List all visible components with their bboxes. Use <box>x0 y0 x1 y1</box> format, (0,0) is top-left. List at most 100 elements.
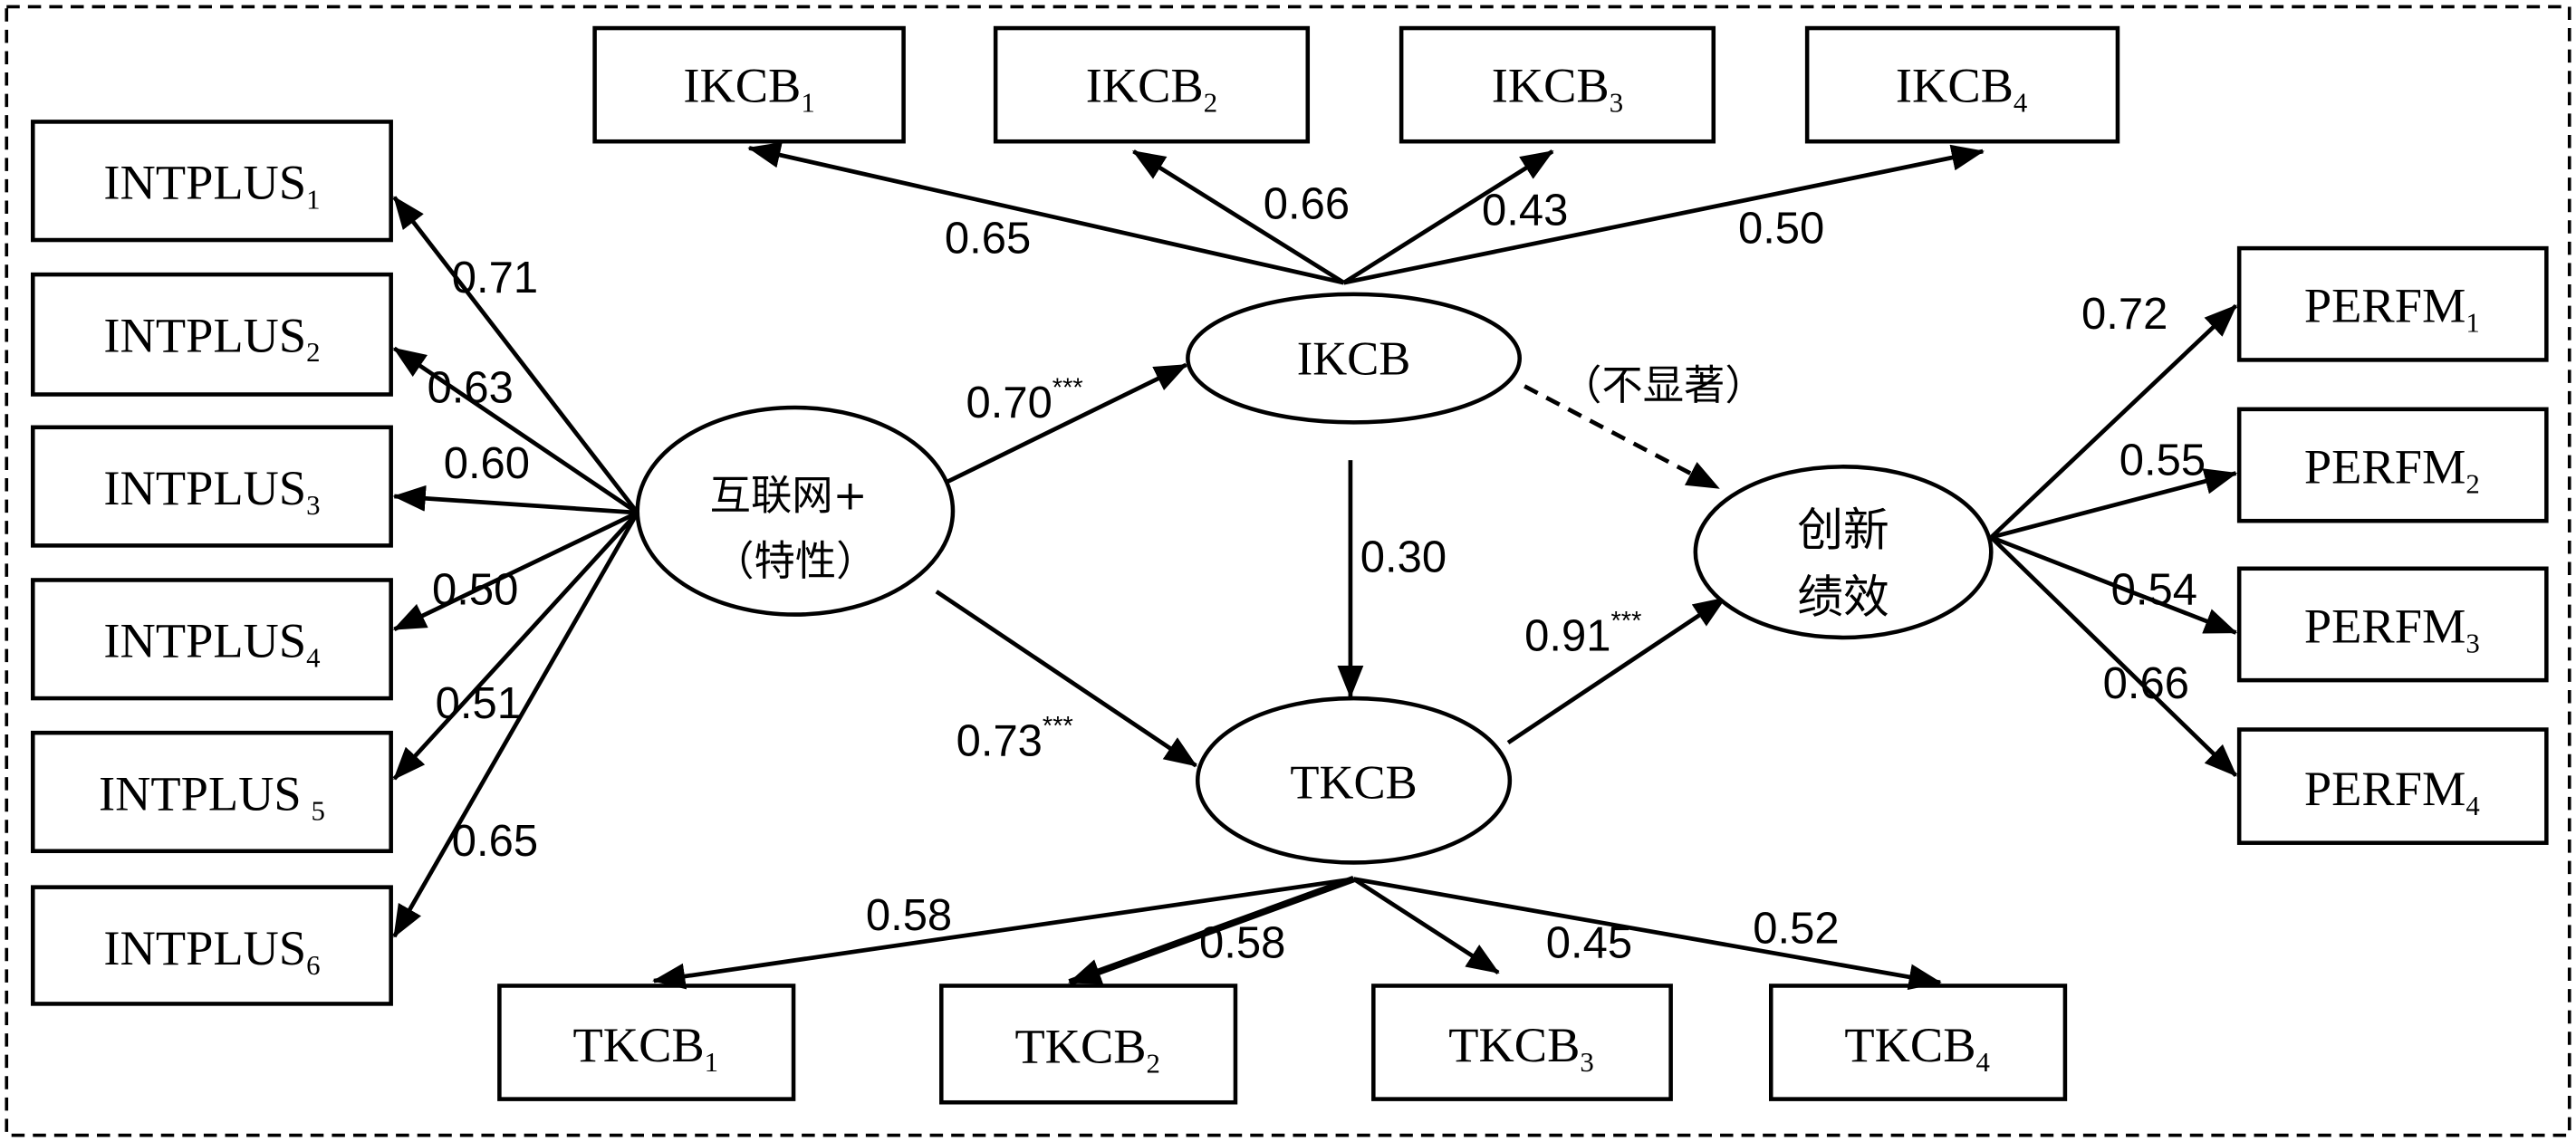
loading-arrow-ikcb-2 <box>1131 149 1345 285</box>
loading-value-perfm-1: 0.72 <box>2081 290 2167 339</box>
loading-arrow-tkcb-1 <box>652 877 1354 990</box>
indicator-name: INTPLUS <box>103 308 306 362</box>
indicator-name: INTPLUS <box>99 766 302 821</box>
significance-stars: *** <box>1043 712 1073 741</box>
indicator-subscript: 2 <box>306 337 320 368</box>
indicator-subscript: 4 <box>2465 791 2479 821</box>
indicator-subscript: 1 <box>801 88 814 119</box>
loading-arrow-intplus-3 <box>392 485 638 515</box>
indicator-label-intplus-4: INTPLUS4 <box>103 614 320 674</box>
loading-value-tkcb-2: 0.58 <box>1199 919 1285 968</box>
significance-stars: *** <box>1610 607 1641 636</box>
indicator-name: INTPLUS <box>103 156 306 210</box>
path-coef-value: 0.91 <box>1524 611 1610 660</box>
loading-value-intplus-5: 0.51 <box>436 679 522 728</box>
indicator-subscript: 1 <box>705 1047 718 1078</box>
indicator-label-intplus-6: INTPLUS6 <box>103 921 320 981</box>
indicator-box-intplus-5 <box>31 730 393 854</box>
indicator-subscript: 6 <box>306 950 320 981</box>
loading-value-ikcb-3: 0.43 <box>1482 187 1568 235</box>
indicator-name: IKCB <box>1492 59 1610 113</box>
indicator-name: PERFM <box>2304 599 2465 653</box>
construct-ellipse-internet-plus <box>635 405 956 617</box>
indicator-box-tkcb-1 <box>497 984 796 1101</box>
indicator-box-perfm-4 <box>2236 727 2549 845</box>
indicator-name: INTPLUS <box>103 921 306 975</box>
indicator-label-intplus-5: INTPLUS 5 <box>99 766 325 826</box>
indicator-label-tkcb-4: TKCB4 <box>1844 1018 1990 1078</box>
indicator-box-perfm-3 <box>2236 566 2549 683</box>
loading-value-ikcb-4: 0.50 <box>1738 205 1824 254</box>
indicator-label-perfm-3: PERFM3 <box>2304 599 2480 658</box>
indicator-label-perfm-1: PERFM1 <box>2304 279 2480 339</box>
loading-arrow-perfm-1 <box>1989 303 2238 540</box>
construct-ellipse-ikcb <box>1186 292 1523 425</box>
indicator-box-perfm-1 <box>2236 245 2549 362</box>
indicator-box-intplus-3 <box>31 425 393 548</box>
loading-arrow-ikcb-4 <box>1343 144 1985 285</box>
loading-value-perfm-4: 0.66 <box>2103 659 2189 708</box>
indicator-name: PERFM <box>2304 762 2465 816</box>
loading-value-tkcb-1: 0.58 <box>866 891 952 940</box>
loading-arrow-tkcb-2 <box>1068 876 1355 986</box>
loading-value-ikcb-1: 0.65 <box>945 215 1031 264</box>
path-arrow-tkcb-to-performance <box>1506 596 1726 745</box>
construct-ellipse-tkcb <box>1195 696 1513 865</box>
significance-stars: *** <box>1053 373 1083 402</box>
loading-arrow-intplus-1 <box>392 196 639 514</box>
path-coef-tkcb-to-performance: 0.91*** <box>1524 607 1641 661</box>
indicator-box-intplus-6 <box>31 885 393 1006</box>
indicator-name: TKCB <box>1014 1020 1146 1074</box>
indicator-subscript: 2 <box>1147 1049 1160 1080</box>
indicator-name: TKCB <box>573 1018 705 1072</box>
indicator-box-tkcb-3 <box>1371 984 1673 1101</box>
loading-arrow-ikcb-1 <box>747 141 1345 285</box>
path-coef-value: 0.73 <box>956 717 1043 766</box>
indicator-box-tkcb-2 <box>939 984 1238 1105</box>
loading-value-ikcb-2: 0.66 <box>1264 179 1350 228</box>
indicator-subscript: 2 <box>2465 468 2479 499</box>
construct-label-ikcb: IKCB <box>1297 333 1411 386</box>
construct-label-internet-plus-line1: 互联网+ <box>710 471 868 519</box>
construct-ellipse-innovation-performance <box>1693 465 1994 640</box>
loading-arrow-intplus-4 <box>392 510 639 632</box>
loading-value-perfm-3: 0.54 <box>2111 566 2197 615</box>
loading-value-intplus-2: 0.63 <box>428 364 514 413</box>
path-coef-ikcb-to-tkcb: 0.30 <box>1360 533 1447 581</box>
indicator-box-ikcb-2 <box>993 25 1311 144</box>
indicator-name: PERFM <box>2304 279 2465 333</box>
indicator-label-perfm-2: PERFM2 <box>2304 439 2480 499</box>
indicator-subscript: 3 <box>306 490 320 521</box>
path-arrow-ikcb-to-performance <box>1523 384 1720 490</box>
indicator-subscript: 5 <box>312 795 325 826</box>
indicator-name: IKCB <box>683 59 801 113</box>
indicator-name: IKCB <box>1896 59 2014 113</box>
loading-value-tkcb-4: 0.52 <box>1753 904 1839 953</box>
construct-label-tkcb: TKCB <box>1290 757 1417 810</box>
loading-value-tkcb-3: 0.45 <box>1546 919 1632 968</box>
loading-value-intplus-3: 0.60 <box>444 439 530 488</box>
path-note-ikcb-to-performance: （不显著） <box>1561 361 1766 409</box>
indicator-box-tkcb-4 <box>1768 984 2068 1101</box>
indicator-name: IKCB <box>1086 59 1204 113</box>
loading-value-intplus-6: 0.65 <box>452 817 538 866</box>
indicator-label-tkcb-3: TKCB3 <box>1448 1018 1594 1078</box>
loading-arrow-perfm-3 <box>1990 535 2238 635</box>
loading-arrow-perfm-4 <box>1989 535 2238 778</box>
indicator-box-ikcb-1 <box>592 25 906 144</box>
indicator-subscript: 1 <box>306 185 320 216</box>
indicator-subscript: 4 <box>306 643 320 674</box>
loading-value-intplus-4: 0.50 <box>432 566 518 615</box>
indicator-name: TKCB <box>1448 1018 1580 1072</box>
indicator-label-tkcb-2: TKCB2 <box>1014 1020 1160 1080</box>
indicator-subscript: 4 <box>1976 1047 1990 1078</box>
loading-arrow-intplus-5 <box>392 511 639 781</box>
loading-arrow-tkcb-4 <box>1353 877 1942 991</box>
indicator-label-ikcb-3: IKCB3 <box>1492 59 1623 119</box>
indicator-box-intplus-1 <box>31 120 393 243</box>
path-coef-value: 0.70 <box>966 379 1052 427</box>
indicator-subscript: 4 <box>2014 88 2027 119</box>
construct-label-performance-line2: 绩效 <box>1797 571 1889 624</box>
loading-arrow-intplus-2 <box>392 346 639 515</box>
